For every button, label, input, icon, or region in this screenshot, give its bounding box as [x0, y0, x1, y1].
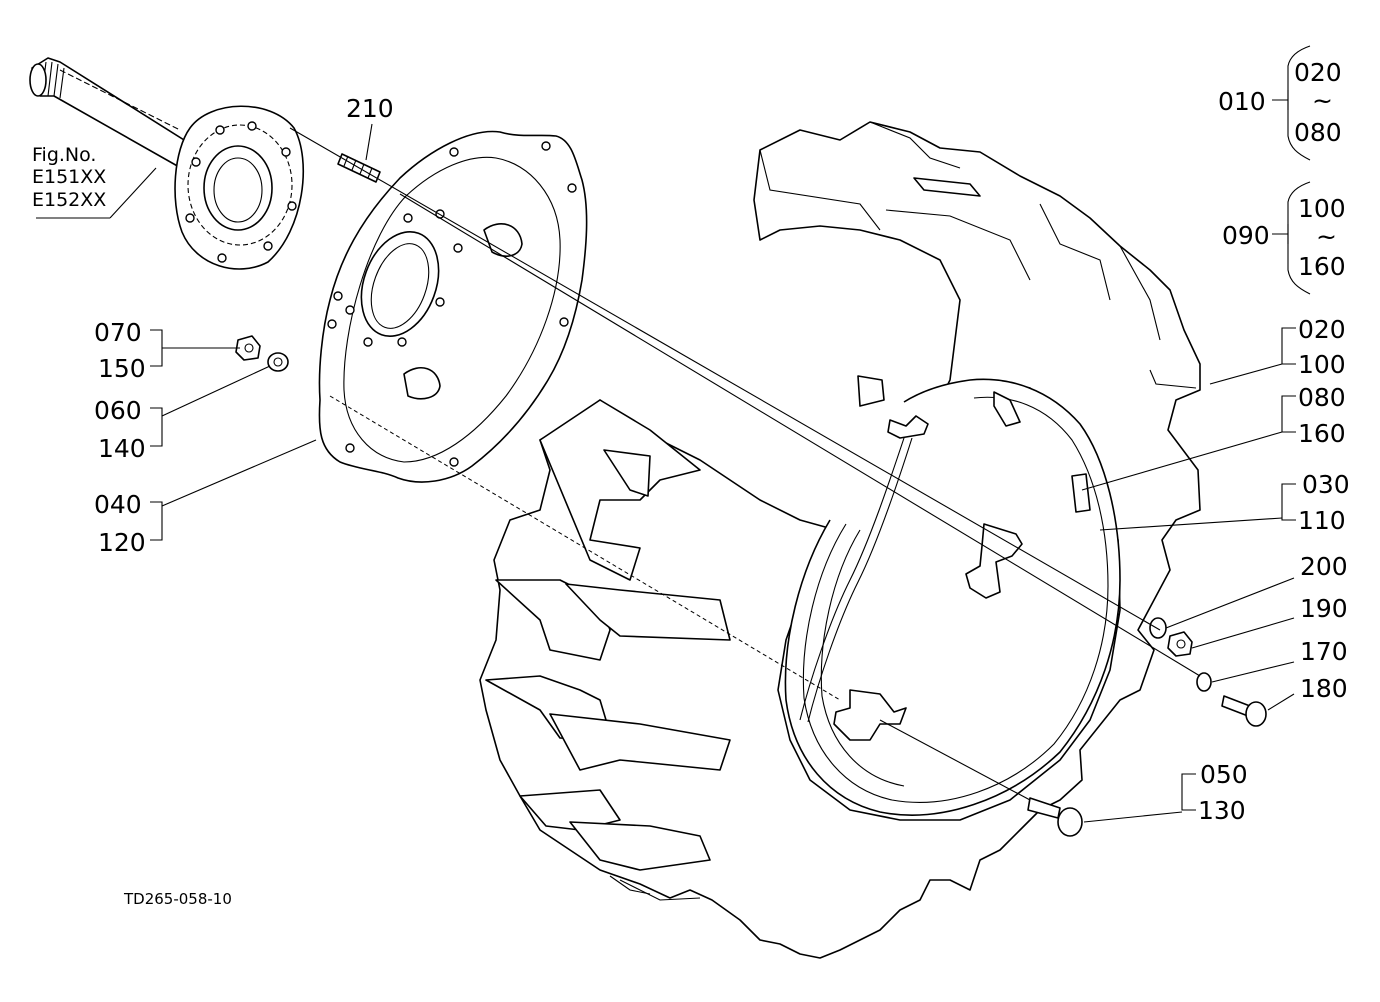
callout-040: 040: [94, 490, 142, 519]
callout-120: 120: [98, 528, 146, 557]
callout-010-range-tilde: ~: [1312, 86, 1333, 115]
figure-ref-line2: E151XX: [32, 166, 107, 188]
callout-090: 090: [1222, 221, 1270, 250]
callout-020: 020: [1298, 315, 1346, 344]
hub-flange: [174, 105, 304, 270]
callout-070: 070: [94, 318, 142, 347]
callout-190: 190: [1300, 594, 1348, 623]
callout-140: 140: [98, 434, 146, 463]
callout-010-range-end: 080: [1294, 118, 1342, 147]
leader-lines: [36, 45, 1311, 823]
callout-100: 100: [1298, 350, 1346, 379]
callout-160: 160: [1298, 419, 1346, 448]
hardware: [235, 335, 1267, 837]
figure-ref-line3: E152XX: [32, 189, 107, 211]
callout-010-range-start: 020: [1294, 58, 1342, 87]
callout-180: 180: [1300, 674, 1348, 703]
callout-150: 150: [98, 354, 146, 383]
callout-060: 060: [94, 396, 142, 425]
callout-210: 210: [346, 94, 394, 123]
axle-shaft: [29, 57, 201, 173]
callout-030: 030: [1302, 470, 1350, 499]
callout-090-range-start: 100: [1298, 194, 1346, 223]
callout-200: 200: [1300, 552, 1348, 581]
callout-170: 170: [1300, 637, 1348, 666]
axis-lines: [59, 69, 1201, 801]
callout-090-range-tilde: ~: [1316, 222, 1337, 251]
callout-130: 130: [1198, 796, 1246, 825]
drawing-code: TD265-058-10: [124, 890, 232, 908]
callout-010: 010: [1218, 87, 1266, 116]
callout-110: 110: [1298, 506, 1346, 535]
callout-080: 080: [1298, 383, 1346, 412]
tire: [479, 121, 1201, 959]
wheel-disc: [318, 130, 588, 483]
callout-050: 050: [1200, 760, 1248, 789]
callout-090-range-end: 160: [1298, 252, 1346, 281]
figure-ref-line1: Fig.No.: [32, 144, 97, 166]
